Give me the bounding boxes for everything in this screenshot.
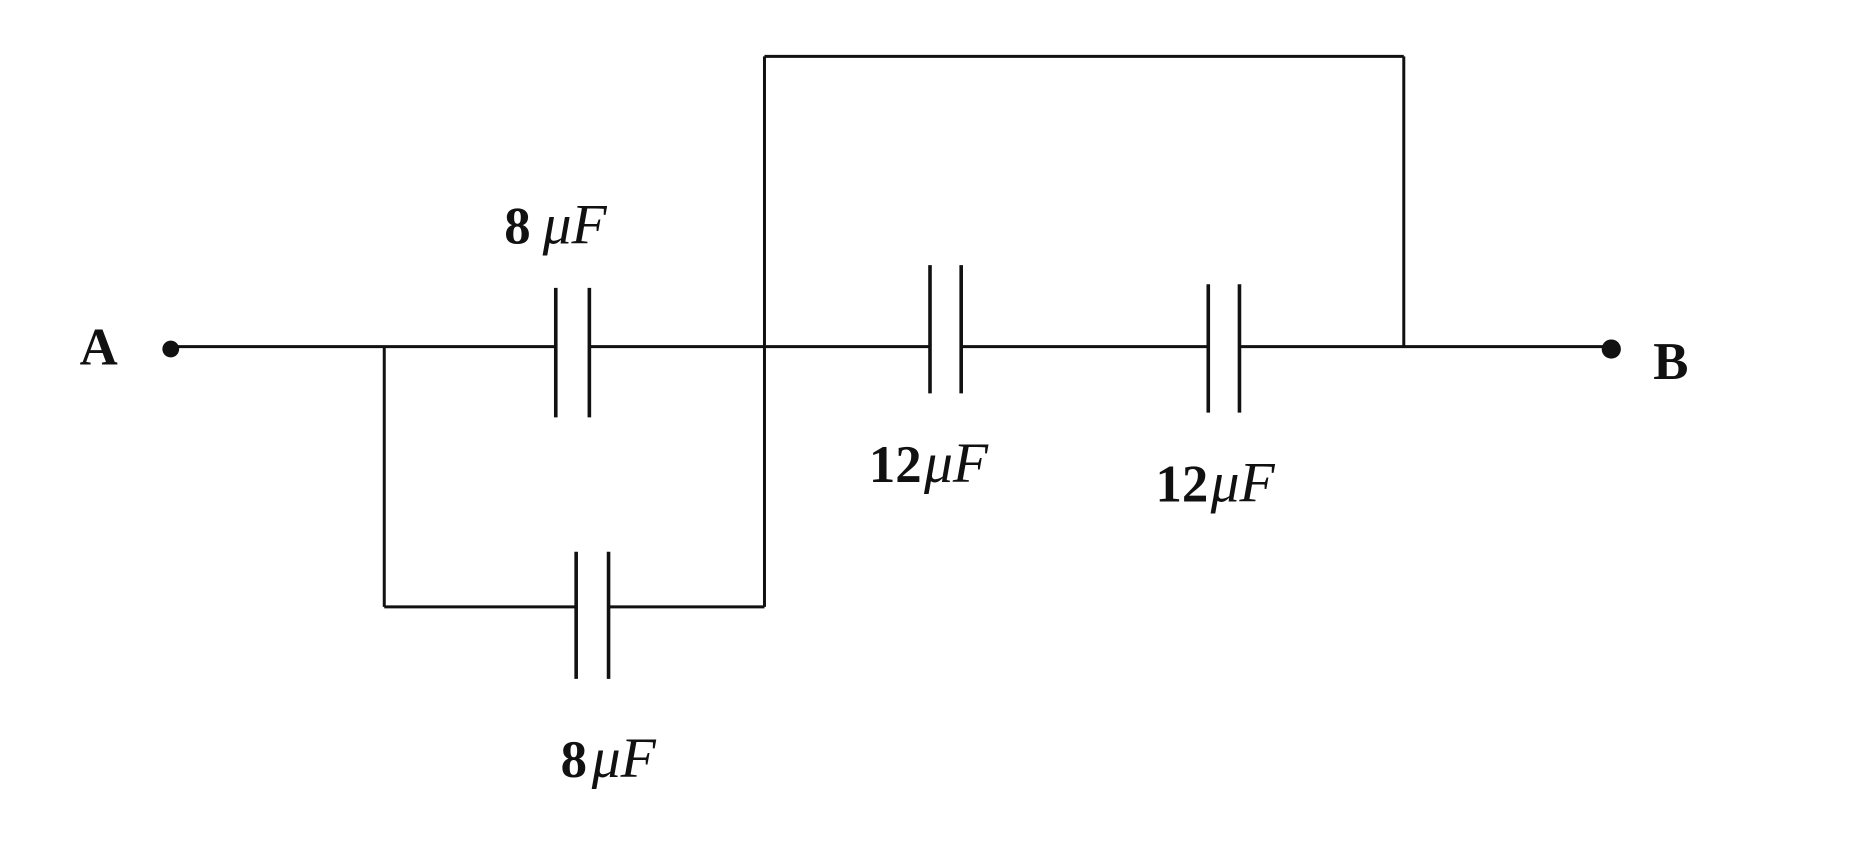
capacitor-c4-label: 12μF [1155,451,1275,514]
terminal-a-label: A [80,319,118,377]
terminal-a-dot [162,340,180,358]
capacitor-c3 [928,265,963,394]
capacitor-c2-label: 8μF [561,727,657,790]
capacitor-c4 [1206,284,1242,413]
wires [170,54,1612,609]
capacitor-c3-label: 12μF [869,432,989,495]
terminal-b-label: B [1653,333,1688,391]
terminal-b-dot [1601,339,1621,359]
capacitor-c2 [574,551,611,679]
capacitor-c1 [553,287,592,418]
